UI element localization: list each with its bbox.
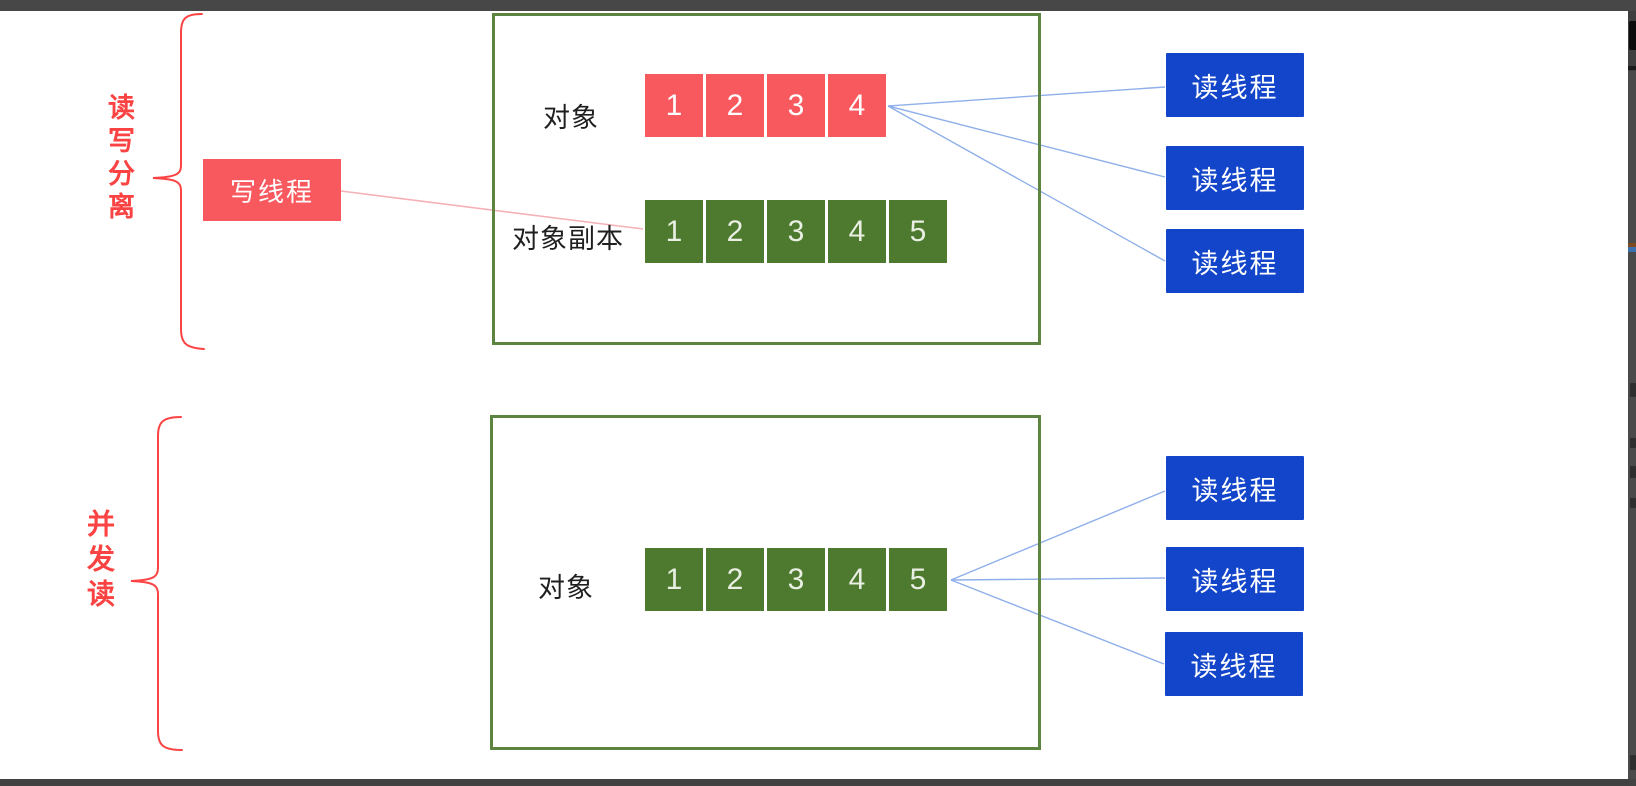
edge-artifact — [1628, 247, 1636, 252]
array-cell: 5 — [889, 548, 947, 611]
array-cell: 4 — [828, 74, 886, 137]
read-thread-box: 读线程 — [1166, 547, 1304, 611]
object-array-bottom: 1 2 3 4 5 — [645, 548, 947, 611]
object-container-top — [492, 13, 1041, 345]
read-thread-box: 读线程 — [1165, 632, 1303, 696]
read-thread-box: 读线程 — [1166, 53, 1304, 117]
array-cell: 1 — [645, 74, 703, 137]
read-thread-label: 读线程 — [1191, 248, 1279, 279]
edge-artifact — [1629, 21, 1636, 50]
read-thread-box: 读线程 — [1166, 456, 1304, 520]
array-cell: 2 — [706, 200, 764, 263]
edge-artifact — [1630, 498, 1636, 508]
array-cell: 5 — [889, 200, 947, 263]
array-cell: 4 — [828, 548, 886, 611]
window-frame-bottom — [0, 779, 1636, 786]
object-label-bottom: 对象 — [538, 573, 594, 603]
array-cell: 1 — [645, 548, 703, 611]
array-cell: 2 — [706, 548, 764, 611]
window-frame-top — [0, 0, 1636, 11]
read-thread-label: 读线程 — [1191, 165, 1279, 196]
array-cell: 3 — [767, 548, 825, 611]
read-thread-box: 读线程 — [1166, 146, 1304, 210]
array-cell: 1 — [645, 200, 703, 263]
write-thread-label: 写线程 — [229, 176, 314, 207]
read-thread-label: 读线程 — [1191, 475, 1279, 506]
object-array-top: 1 2 3 4 — [645, 74, 886, 137]
read-thread-label: 读线程 — [1190, 651, 1278, 682]
section-label-read-write-separation: 读写分离 — [104, 93, 134, 225]
write-thread-box: 写线程 — [203, 159, 341, 221]
edge-artifact — [1630, 438, 1636, 448]
window-frame-right — [1628, 0, 1636, 786]
edge-artifact — [1628, 243, 1636, 247]
edge-artifact — [1630, 383, 1636, 397]
array-cell: 3 — [767, 200, 825, 263]
array-cell: 3 — [767, 74, 825, 137]
array-cell: 4 — [828, 200, 886, 263]
brace-concurrent-read — [130, 416, 183, 751]
read-thread-label: 读线程 — [1191, 72, 1279, 103]
read-thread-box: 读线程 — [1166, 229, 1304, 293]
object-copy-array: 1 2 3 4 5 — [645, 200, 947, 263]
brace-read-write-separation — [152, 13, 205, 350]
edge-artifact — [1630, 755, 1636, 770]
read-thread-label: 读线程 — [1191, 566, 1279, 597]
object-label-top: 对象 — [543, 103, 599, 133]
array-cell: 2 — [706, 74, 764, 137]
object-copy-label: 对象副本 — [512, 224, 624, 254]
edge-artifact — [1630, 466, 1636, 478]
section-label-concurrent-read: 并发读 — [84, 509, 115, 614]
edge-artifact — [1628, 66, 1636, 70]
